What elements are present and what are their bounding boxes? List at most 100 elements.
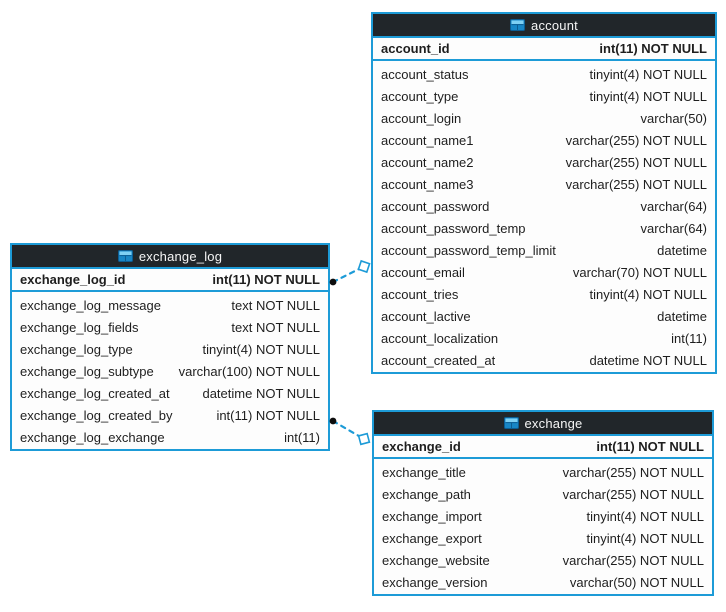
relation-start-dot <box>329 278 337 286</box>
column-type: tinyint(4) NOT NULL <box>586 508 704 524</box>
relation-line <box>331 265 366 284</box>
relation-exchange_log-to-exchange <box>329 417 371 446</box>
relation-exchange_log-to-account <box>329 259 371 286</box>
column-type: tinyint(4) NOT NULL <box>586 530 704 546</box>
table-row[interactable]: exchange_version varchar(50) NOT NULL <box>374 571 712 593</box>
column-type: int(11) NOT NULL <box>212 272 320 287</box>
column-type: varchar(70) NOT NULL <box>572 264 707 280</box>
column-name: account_type <box>381 88 459 104</box>
column-name: exchange_path <box>382 486 471 502</box>
table-row[interactable]: account_lactive datetime <box>373 305 715 327</box>
column-name: exchange_website <box>382 552 490 568</box>
column-type: tinyint(4) NOT NULL <box>202 341 320 357</box>
column-type: varchar(255) NOT NULL <box>562 464 704 480</box>
column-type: varchar(100) NOT NULL <box>178 363 320 379</box>
column-name: account_password_temp <box>381 220 526 236</box>
relation-line <box>331 419 366 441</box>
column-name: account_status <box>381 66 469 82</box>
column-type: int(11) NOT NULL <box>216 407 320 423</box>
primary-key-row[interactable]: exchange_log_id int(11) NOT NULL <box>12 269 328 292</box>
column-name: account_name2 <box>381 154 474 170</box>
table-row[interactable]: exchange_log_exchange int(11) <box>12 426 328 448</box>
column-type: varchar(64) <box>640 198 707 214</box>
table-row[interactable]: account_created_at datetime NOT NULL <box>373 349 715 371</box>
column-name: account_id <box>381 41 450 56</box>
table-row[interactable]: account_name2 varchar(255) NOT NULL <box>373 151 715 173</box>
table-row[interactable]: account_password_temp_limit datetime <box>373 239 715 261</box>
column-type: int(11) <box>284 429 320 445</box>
table-row[interactable]: account_status tinyint(4) NOT NULL <box>373 63 715 85</box>
table-grid-icon <box>510 19 526 31</box>
column-name: account_email <box>381 264 465 280</box>
table-row[interactable]: exchange_import tinyint(4) NOT NULL <box>374 505 712 527</box>
table-row[interactable]: account_email varchar(70) NOT NULL <box>373 261 715 283</box>
column-name: exchange_log_type <box>20 341 133 357</box>
column-type: datetime <box>657 308 707 324</box>
column-name: exchange_log_created_at <box>20 385 170 401</box>
db-table-exchange_log[interactable]: exchange_log exchange_log_id int(11) NOT N… <box>10 243 330 451</box>
column-name: account_lactive <box>381 308 471 324</box>
column-type: varchar(255) NOT NULL <box>565 154 707 170</box>
table-row[interactable]: exchange_log_type tinyint(4) NOT NULL <box>12 338 328 360</box>
primary-key-row[interactable]: account_id int(11) NOT NULL <box>373 38 715 61</box>
column-name: account_created_at <box>381 352 496 368</box>
table-grid-icon <box>117 250 133 262</box>
table-header[interactable]: exchange <box>374 412 712 436</box>
column-type: datetime <box>657 242 707 258</box>
column-type: datetime NOT NULL <box>589 352 707 368</box>
table-title: account <box>531 17 578 33</box>
column-name: exchange_log_exchange <box>20 429 165 445</box>
column-name: account_tries <box>381 286 459 302</box>
column-name: account_password_temp_limit <box>381 242 556 258</box>
column-type: varchar(50) <box>640 110 707 126</box>
table-row[interactable]: account_password varchar(64) <box>373 195 715 217</box>
table-row[interactable]: account_password_temp varchar(64) <box>373 217 715 239</box>
table-row[interactable]: exchange_website varchar(255) NOT NULL <box>374 549 712 571</box>
column-name: account_localization <box>381 330 499 346</box>
table-row[interactable]: exchange_log_created_at datetime NOT NULL <box>12 382 328 404</box>
table-row[interactable]: exchange_log_subtype varchar(100) NOT NUL… <box>12 360 328 382</box>
column-type: varchar(50) NOT NULL <box>569 574 704 590</box>
column-type: datetime NOT NULL <box>202 385 320 401</box>
relation-start-dot <box>329 417 337 425</box>
table-row[interactable]: account_tries tinyint(4) NOT NULL <box>373 283 715 305</box>
column-type: varchar(255) NOT NULL <box>562 552 704 568</box>
column-name: exchange_log_subtype <box>20 363 154 379</box>
column-name: exchange_log_message <box>20 297 161 313</box>
column-name: account_name3 <box>381 176 474 192</box>
column-type: tinyint(4) NOT NULL <box>589 286 707 302</box>
table-row[interactable]: exchange_log_fields text NOT NULL <box>12 316 328 338</box>
column-name: exchange_version <box>382 574 488 590</box>
column-name: exchange_log_id <box>20 272 126 287</box>
table-row[interactable]: exchange_log_message text NOT NULL <box>12 294 328 316</box>
column-name: exchange_log_fields <box>20 319 139 335</box>
column-type: varchar(64) <box>640 220 707 236</box>
column-type: int(11) NOT NULL <box>599 41 707 56</box>
column-name: exchange_id <box>382 439 461 454</box>
table-grid-icon <box>503 417 519 429</box>
column-name: account_password <box>381 198 490 214</box>
table-header[interactable]: exchange_log <box>12 245 328 269</box>
table-title: exchange_log <box>138 248 223 264</box>
column-type: text NOT NULL <box>231 297 320 313</box>
column-name: exchange_import <box>382 508 482 524</box>
table-header[interactable]: account <box>373 14 715 38</box>
column-type: tinyint(4) NOT NULL <box>589 66 707 82</box>
column-type: text NOT NULL <box>231 319 320 335</box>
